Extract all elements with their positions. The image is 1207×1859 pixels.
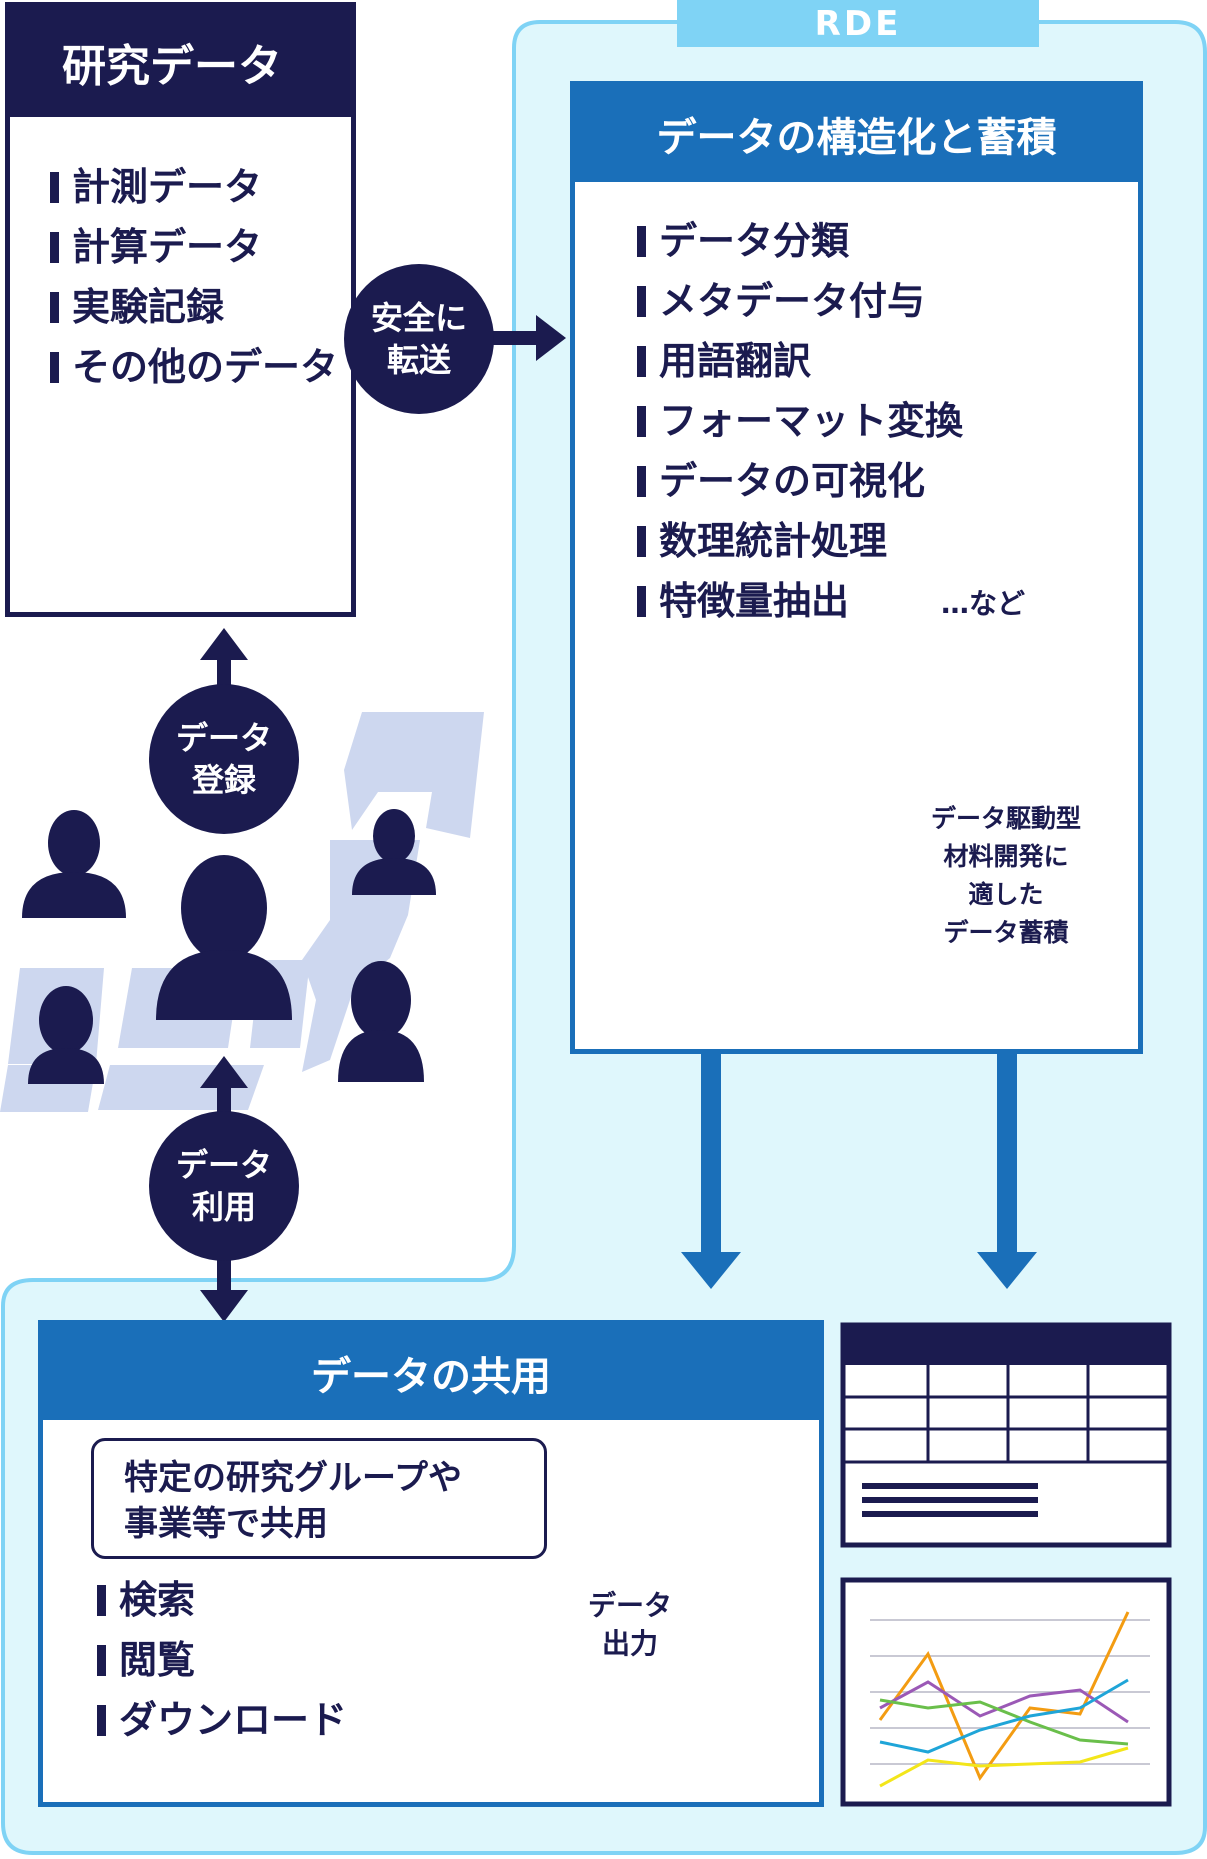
storage-line: データ駆動型 bbox=[930, 804, 1081, 833]
structuring-title: データの構造化と蓄積 bbox=[575, 86, 1138, 182]
research-data-panel: 研究データ 計測データ 計算データ 実験記録 その他のデータ bbox=[5, 2, 356, 617]
use-line1: データ bbox=[175, 1146, 272, 1184]
structuring-panel: データの構造化と蓄積 データ分類 メタデータ付与 用語翻訳 フォーマット変換 デ… bbox=[570, 81, 1143, 1054]
research-item: 計算データ bbox=[50, 217, 338, 277]
transfer-line1: 安全に bbox=[370, 299, 467, 337]
table-thumbnail bbox=[840, 1322, 1172, 1548]
rde-tab: RDE bbox=[677, 0, 1039, 47]
research-item: 計測データ bbox=[50, 157, 338, 217]
structuring-item: 用語翻訳 bbox=[637, 331, 963, 391]
structuring-item: メタデータ付与 bbox=[637, 271, 963, 331]
down-arrows bbox=[681, 1053, 1037, 1289]
structuring-item: データ分類 bbox=[637, 211, 963, 271]
sharing-list: 検索 閲覧 ダウンロード bbox=[97, 1570, 347, 1750]
callout-line: 特定の研究グループや bbox=[124, 1458, 462, 1498]
structuring-list: データ分類 メタデータ付与 用語翻訳 フォーマット変換 データの可視化 数理統計… bbox=[637, 211, 963, 631]
sharing-item: 閲覧 bbox=[97, 1630, 347, 1690]
research-data-title: 研究データ bbox=[10, 7, 351, 117]
structuring-item: フォーマット変換 bbox=[637, 391, 963, 451]
storage-label: データ駆動型 材料開発に 適した データ蓄積 bbox=[912, 800, 1100, 952]
storage-line: 材料開発に bbox=[943, 842, 1069, 871]
data-register-badge: データ 登録 bbox=[149, 684, 299, 834]
data-output-label: データ 出力 bbox=[570, 1587, 690, 1663]
etc-label: …など bbox=[941, 587, 1026, 620]
callout-line: 事業等で共用 bbox=[124, 1504, 328, 1544]
output-line: データ bbox=[587, 1589, 672, 1622]
register-line2: 登録 bbox=[191, 761, 256, 799]
structuring-item: 数理統計処理 bbox=[637, 511, 963, 571]
structuring-item: データの可視化 bbox=[637, 451, 963, 511]
research-data-list: 計測データ 計算データ 実験記録 その他のデータ bbox=[50, 157, 338, 397]
sharing-title: データの共用 bbox=[43, 1325, 819, 1420]
transfer-line2: 転送 bbox=[386, 341, 451, 379]
sharing-callout: 特定の研究グループや 事業等で共用 bbox=[91, 1438, 547, 1559]
research-item: 実験記録 bbox=[50, 277, 338, 337]
use-line2: 利用 bbox=[191, 1188, 256, 1226]
storage-line: データ蓄積 bbox=[943, 918, 1069, 947]
register-line1: データ bbox=[175, 719, 272, 757]
secure-transfer-badge: 安全に 転送 bbox=[344, 264, 494, 414]
sharing-item: ダウンロード bbox=[97, 1690, 347, 1750]
line-chart-thumbnail bbox=[840, 1577, 1172, 1807]
storage-line: 適した bbox=[968, 880, 1044, 909]
people-icons bbox=[22, 809, 436, 1084]
research-item: その他のデータ bbox=[50, 337, 338, 397]
sharing-item: 検索 bbox=[97, 1570, 347, 1630]
structuring-item: 特徴量抽出 bbox=[637, 571, 963, 631]
sharing-panel: データの共用 bbox=[38, 1320, 824, 1807]
output-line: 出力 bbox=[601, 1627, 658, 1660]
data-use-badge: データ 利用 bbox=[149, 1111, 299, 1261]
transfer-arrow bbox=[488, 315, 566, 361]
